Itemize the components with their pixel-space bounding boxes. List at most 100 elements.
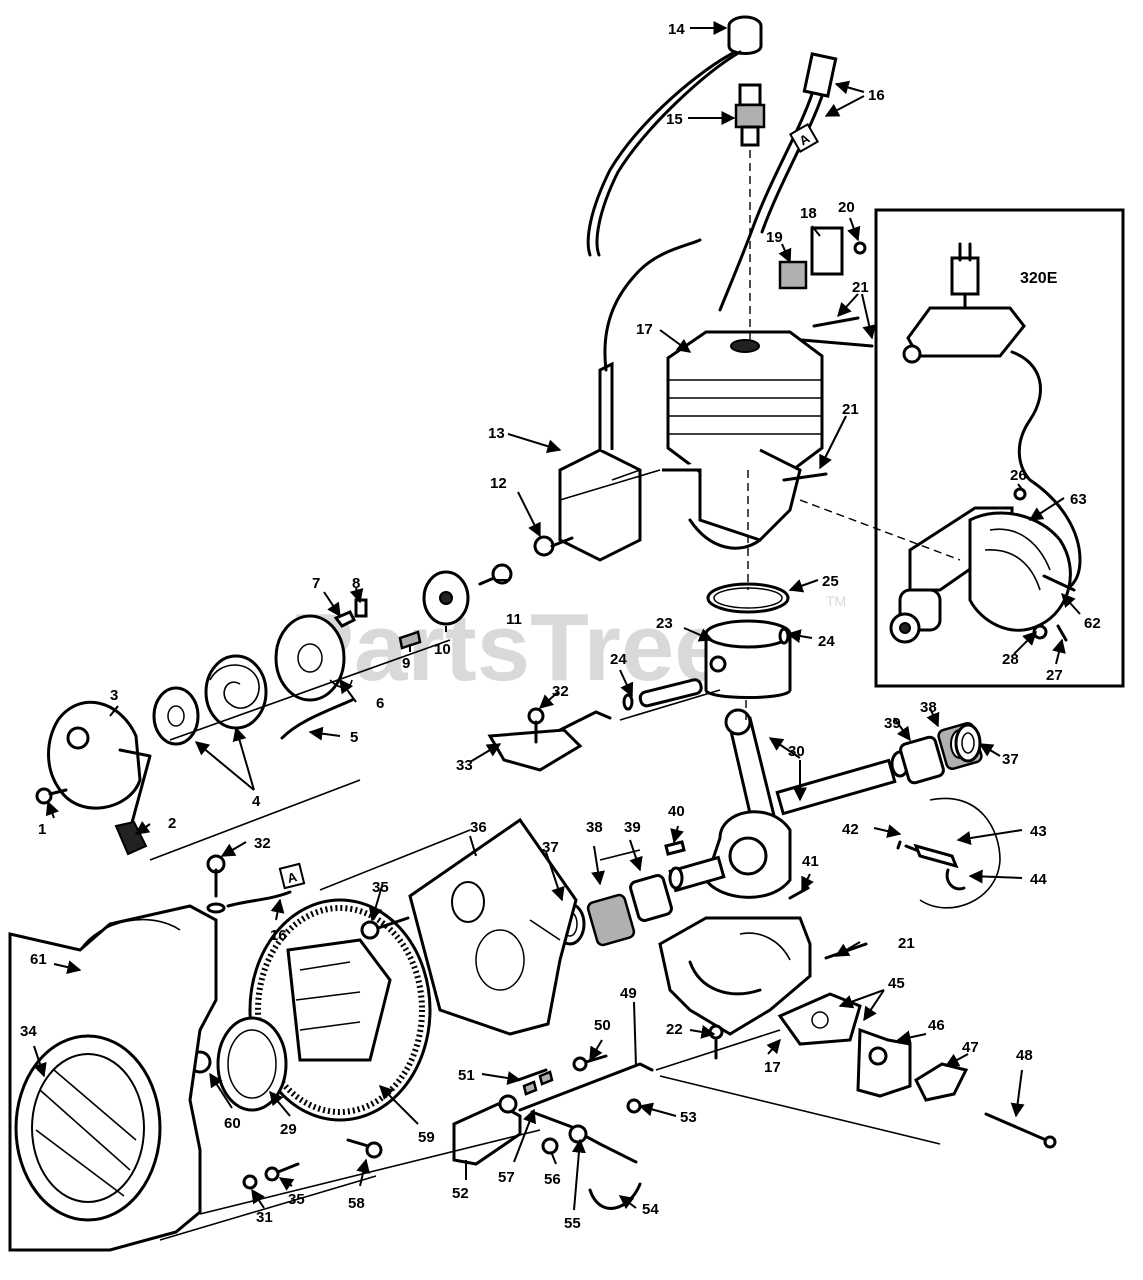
callout-2: 2	[168, 815, 176, 832]
callout-16-bottom: 16	[270, 927, 287, 944]
wire-harness-top	[718, 52, 838, 312]
callout-19: 19	[766, 229, 783, 246]
air-filter-element	[914, 1062, 969, 1102]
callout-36: 36	[470, 819, 487, 836]
callout-22: 22	[666, 1021, 683, 1038]
callout-43: 43	[1030, 823, 1047, 840]
callout-18: 18	[800, 205, 817, 222]
carburetor	[856, 1027, 912, 1098]
reference-tag-a-top: A	[788, 122, 820, 154]
callout-52: 52	[452, 1185, 469, 1202]
callout-32-bottom: 32	[254, 835, 271, 852]
callout-6: 6	[376, 695, 384, 712]
callout-37-left: 37	[542, 839, 559, 856]
callout-41: 41	[802, 853, 819, 870]
reference-tag-a-bottom: A	[278, 862, 306, 890]
crankshaft-and-rod	[668, 708, 910, 899]
callout-46: 46	[928, 1017, 945, 1034]
callout-23: 23	[656, 615, 673, 632]
backplate-screw	[360, 916, 410, 940]
callout-14: 14	[668, 21, 685, 38]
callout-30: 30	[788, 743, 805, 760]
callout-24-left: 24	[610, 651, 627, 668]
cylinder-stud	[782, 472, 828, 482]
flywheel	[248, 898, 432, 1122]
hex-nut	[853, 241, 867, 255]
watermark-trademark: TM	[826, 593, 846, 609]
callout-35-bottom: 35	[288, 1191, 305, 1208]
callout-12: 12	[490, 475, 507, 492]
callout-9: 9	[402, 655, 410, 672]
ignition-mount-bracket	[487, 707, 612, 772]
callout-8: 8	[352, 575, 360, 592]
cylinder-stud	[800, 338, 874, 348]
crankcase	[658, 916, 812, 1036]
callout-38-left: 38	[586, 819, 603, 836]
piston	[704, 619, 792, 699]
callout-4: 4	[252, 793, 261, 810]
callout-28: 28	[1002, 651, 1019, 668]
callout-44: 44	[1030, 871, 1047, 888]
callout-21-top: 21	[852, 279, 869, 296]
wrist-pin-clip	[778, 627, 790, 645]
callout-35-top: 35	[372, 879, 389, 896]
callout-56: 56	[544, 1171, 561, 1188]
callout-58: 58	[348, 1195, 365, 1212]
callout-leaders	[33, 21, 1081, 1211]
carburetor-mount-screw	[984, 1112, 1048, 1142]
recoil-starter-assembly	[35, 563, 513, 856]
coil-screw	[533, 535, 574, 557]
wrist-pin	[638, 678, 703, 708]
callout-38-right: 38	[920, 699, 937, 716]
wrist-pin-clip	[622, 693, 634, 711]
callout-20: 20	[838, 199, 855, 216]
reed-screws	[896, 840, 918, 852]
callout-24-right: 24	[818, 633, 835, 650]
crankcase-screw-bottom	[708, 1024, 724, 1060]
housing-screw-58	[346, 1138, 383, 1159]
callout-57: 57	[498, 1169, 515, 1186]
throttle-control-assembly	[452, 1054, 654, 1210]
ground-screw-and-wire	[206, 854, 292, 914]
callout-59: 59	[418, 1129, 435, 1146]
callout-42: 42	[842, 821, 859, 838]
inset-model-label: 320E	[1020, 270, 1058, 287]
shroud-bracket	[810, 226, 844, 276]
callout-53: 53	[680, 1109, 697, 1126]
svg-text:A: A	[286, 869, 299, 886]
ignition-module	[558, 238, 702, 562]
crankcase-screw	[788, 886, 810, 900]
callout-5: 5	[350, 729, 358, 746]
cylinder-stud	[812, 316, 860, 328]
callout-55: 55	[564, 1215, 581, 1232]
bearing-set-right	[899, 721, 983, 785]
callout-50: 50	[594, 1017, 611, 1034]
cylinder	[662, 330, 824, 550]
spark-plug-boot-and-wire	[586, 15, 763, 257]
heat-shield-plate	[778, 260, 808, 290]
callout-17-cylinder: 17	[636, 321, 653, 338]
housing-screws	[242, 1162, 300, 1190]
callout-32-top: 32	[552, 683, 569, 700]
callout-39-right: 39	[884, 715, 901, 732]
callout-21-mid: 21	[842, 401, 859, 418]
callout-26: 26	[1010, 467, 1027, 484]
callout-39-left: 39	[624, 819, 641, 836]
callout-63: 63	[1070, 491, 1087, 508]
reed-plate	[913, 843, 966, 891]
callout-3: 3	[110, 687, 118, 704]
callout-62: 62	[1084, 615, 1101, 632]
callout-54: 54	[642, 1201, 659, 1218]
callout-27: 27	[1046, 667, 1063, 684]
callout-13: 13	[488, 425, 505, 442]
callout-37-right: 37	[1002, 751, 1019, 768]
spark-plug	[734, 83, 766, 147]
callout-34: 34	[20, 1023, 37, 1040]
callout-labels: 1 2 3 4 5 6 7 8 9 10 11 12 13 14 15 16 1…	[20, 21, 1101, 1232]
callout-11: 11	[506, 611, 522, 628]
callout-15: 15	[666, 111, 683, 128]
flywheel-backplate	[408, 817, 578, 1036]
callout-21-low: 21	[898, 935, 915, 952]
callout-29: 29	[280, 1121, 297, 1138]
